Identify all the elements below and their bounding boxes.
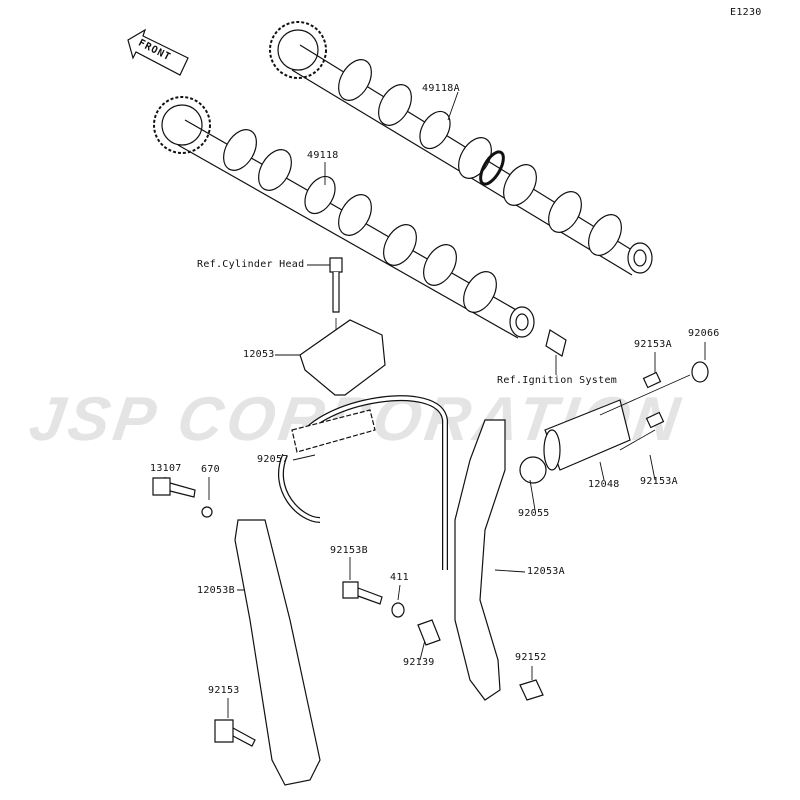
label-670: 670 <box>201 464 220 475</box>
label-92153a-bottom: 92153A <box>640 476 678 487</box>
guide-12053b <box>234 519 321 786</box>
washer-411 <box>391 602 405 618</box>
front-arrow-icon <box>127 28 189 76</box>
label-92152: 92152 <box>515 652 547 663</box>
label-411: 411 <box>390 572 409 583</box>
label-92055: 92055 <box>518 508 550 519</box>
collar-92139 <box>417 619 441 646</box>
collar-92152 <box>519 679 544 701</box>
label-92057: 92057 <box>257 454 289 465</box>
label-12053b: 12053B <box>197 585 235 596</box>
label-49118a: 49118A <box>422 83 460 94</box>
oring-92055 <box>519 456 547 484</box>
diagram-code: E1230 <box>730 7 762 18</box>
camshaft-intake <box>269 21 653 276</box>
label-92153b: 92153B <box>330 545 368 556</box>
bolt-13107 <box>152 477 196 498</box>
guide-12053 <box>299 319 386 396</box>
label-13107: 13107 <box>150 463 182 474</box>
label-12048: 12048 <box>588 479 620 490</box>
label-ref-ignition-system: Ref.Ignition System <box>497 375 618 386</box>
label-12053: 12053 <box>243 349 275 360</box>
label-92153: 92153 <box>208 685 240 696</box>
bolt-92153b <box>342 581 383 605</box>
camshaft-exhaust <box>153 96 567 357</box>
label-92153a-top: 92153A <box>634 339 672 350</box>
guide-12053a <box>454 419 506 701</box>
tensioner-12048 <box>543 361 709 471</box>
label-12053a: 12053A <box>527 566 565 577</box>
bolt-92153 <box>214 719 256 747</box>
label-49118: 49118 <box>307 150 339 161</box>
label-ref-cylinder-head: Ref.Cylinder Head <box>197 259 305 270</box>
label-92139: 92139 <box>403 657 435 668</box>
oring-670 <box>201 506 213 518</box>
chain-92057 <box>277 395 448 570</box>
label-92066: 92066 <box>688 328 720 339</box>
